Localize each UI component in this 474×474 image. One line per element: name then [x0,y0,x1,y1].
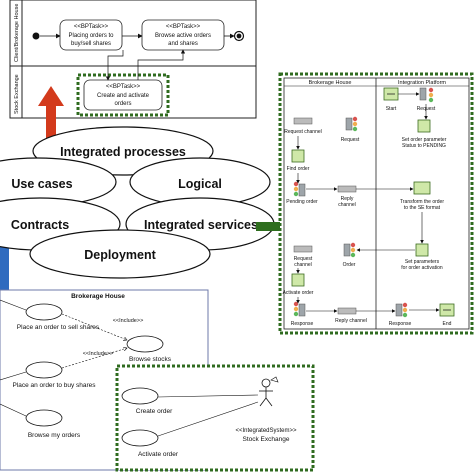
svg-text:Stock Exchange: Stock Exchange [243,436,290,443]
svg-text:and shares: and shares [168,41,198,47]
svg-text:to the SE format: to the SE format [404,205,441,211]
red-arrow [38,86,64,153]
usecase-panel-title: Brokerage House [71,293,125,300]
set-parameters-icon [415,243,429,257]
set-order-parameter-icon [417,119,431,133]
svg-text:Activate order: Activate order [283,290,314,296]
task-placing-orders [59,19,123,51]
label-deployment: Deployment [84,248,156,262]
activate-order-icon [291,273,305,287]
svg-text:End: End [443,321,452,327]
reply-channel-pipe [337,185,357,193]
svg-text:Browse my orders: Browse my orders [28,432,81,439]
column-integration-platform: Integration Platform [398,80,446,86]
svg-text:orders: orders [114,101,131,107]
label-use-cases: Use cases [11,177,72,191]
svg-text:<<BPTask>>: <<BPTask>> [106,84,141,90]
svg-text:Set order parameter: Set order parameter [402,137,447,143]
lane-label-client: Client/Brokerage House [14,4,20,62]
stock-exchange-actor-icon [259,376,279,407]
find-order-icon [291,149,305,163]
usecase-create-order [121,387,159,405]
svg-text:Place an order to buy shares: Place an order to buy shares [12,382,96,389]
svg-text:Start: Start [386,106,397,112]
integration-panel: Brokerage House Integration Platform Sta… [278,72,474,335]
svg-text:Request: Request [341,137,360,143]
svg-text:Request channel: Request channel [284,129,322,135]
svg-text:Create order: Create order [136,408,173,415]
svg-text:Reply channel: Reply channel [335,318,367,324]
svg-text:Transform the order: Transform the order [400,199,444,205]
usecase-browse-stocks [126,335,164,353]
svg-text:<<BPTask>>: <<BPTask>> [166,24,201,30]
label-integrated-services: Integrated services [144,218,258,232]
usecase-place-buy [25,361,63,379]
lane-label-stock-exchange: Stock Exchange [14,74,20,114]
svg-text:Place an order to sell shares: Place an order to sell shares [17,324,100,331]
svg-text:Response: Response [291,321,314,327]
request-channel-icon [419,87,427,101]
svg-text:<<IntegratedSystem>>: <<IntegratedSystem>> [235,428,297,434]
svg-text:Browse active orders: Browse active orders [155,33,211,39]
svg-text:Pending order: Pending order [286,199,318,205]
label-integrated-processes: Integrated processes [60,145,186,159]
svg-text:channel: channel [294,262,312,268]
column-brokerage-house: Brokerage House [309,80,352,86]
svg-text:channel: channel [338,202,356,208]
svg-text:Create and activate: Create and activate [97,93,150,99]
svg-text:Placing orders to: Placing orders to [68,33,114,39]
stock-exchange-box: Create order Activate order <<Integrated… [115,364,315,472]
view-deployment [29,229,211,279]
svg-text:<<BPTask>>: <<BPTask>> [74,24,109,30]
usecase-place-sell [25,303,63,321]
svg-text:Request: Request [417,106,436,112]
svg-text:Browse stocks: Browse stocks [129,356,172,363]
start-event [32,32,40,40]
label-contracts: Contracts [11,218,69,232]
svg-text:<<Include>>: <<Include>> [113,318,144,324]
label-logical: Logical [178,177,222,191]
task-create-activate-orders [83,79,163,111]
svg-text:Response: Response [389,321,412,327]
svg-text:Order: Order [343,262,356,268]
svg-text:Set parameters: Set parameters [405,259,440,265]
svg-text:Activate order: Activate order [138,451,179,458]
views-cluster: Integrated processes Use cases Logical C… [0,126,275,279]
task3-highlight-border [76,73,170,117]
svg-text:for order activation: for order activation [401,265,443,271]
usecase-activate-order [121,429,159,447]
svg-text:Find order: Find order [287,166,310,172]
request-channel-pipe [293,117,313,125]
svg-text:Request: Request [294,256,313,262]
svg-text:<<Include>>: <<Include>> [83,351,114,357]
svg-text:Status to PENDING: Status to PENDING [402,143,446,149]
transform-order-icon [413,181,431,195]
svg-text:Reply: Reply [341,196,354,202]
svg-text:buy/sell shares: buy/sell shares [71,41,111,47]
usecase-browse-orders [25,409,63,427]
